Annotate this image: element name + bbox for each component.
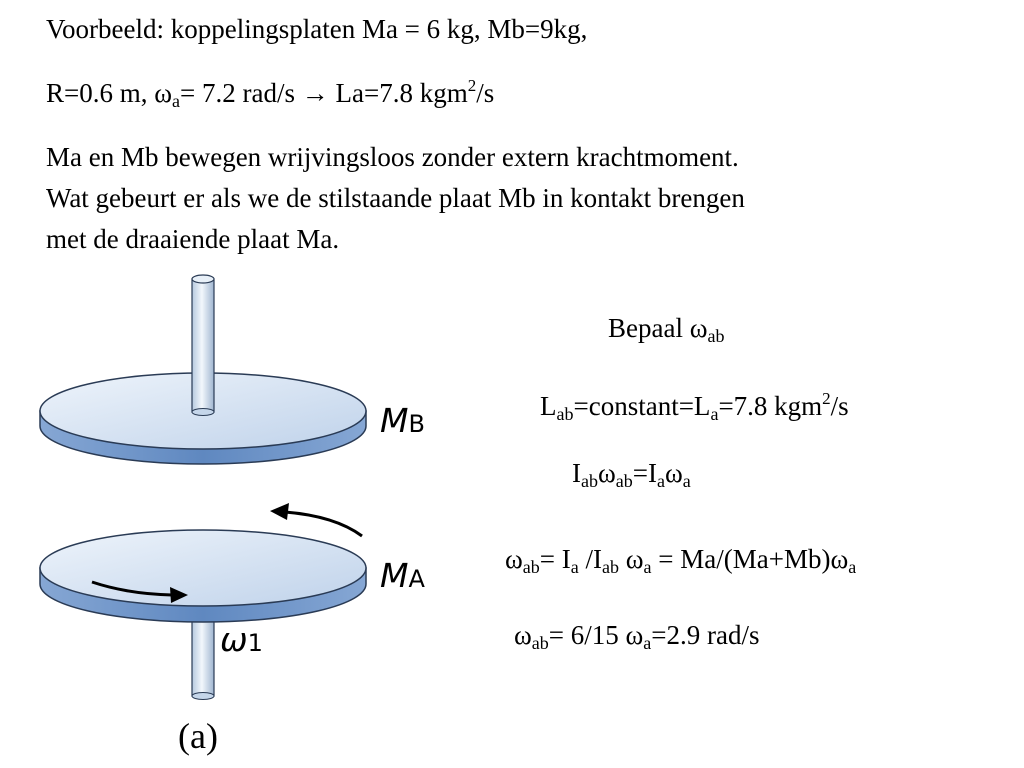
text: =2.9 rad/s xyxy=(651,620,760,650)
right-arrow-icon: → xyxy=(301,78,329,108)
text: /s xyxy=(830,391,849,421)
mass-subscript-a: A xyxy=(408,565,425,593)
subscript: ab xyxy=(556,404,574,424)
problem-line-3: met de draaiende plaat Ma. xyxy=(46,224,340,254)
solution-step-1: Bepaal ωab xyxy=(608,313,725,346)
subscript: a xyxy=(657,471,665,491)
symbol: ω xyxy=(665,458,683,488)
omega-subscript: 1 xyxy=(247,629,263,657)
text: = 6/15 ω xyxy=(548,620,644,650)
symbol: L xyxy=(540,391,557,421)
subscript: a xyxy=(643,557,652,577)
given-radius: R=0.6 m, xyxy=(46,78,155,108)
subscript: a xyxy=(570,557,579,577)
label-omega-1: ω1 xyxy=(220,623,263,656)
subscript: ab xyxy=(602,557,619,577)
subscript: a xyxy=(710,404,719,424)
omega-symbol: ω xyxy=(154,78,173,108)
subscript: ab xyxy=(531,633,549,653)
label-mb: MB xyxy=(380,404,425,437)
rotation-arrow-icon xyxy=(91,503,363,603)
symbol: I xyxy=(572,458,581,488)
omega-symbol: ω xyxy=(220,620,248,659)
symbol: ω xyxy=(505,544,523,574)
given-angular-momentum: La=7.8 kgm xyxy=(328,78,468,108)
disk-a xyxy=(39,529,367,700)
header-line-1: Voorbeeld: koppelingsplaten Ma = 6 kg, M… xyxy=(46,14,588,44)
unit-superscript: 2 xyxy=(467,76,477,95)
unit-suffix: /s xyxy=(476,78,495,108)
subscript: ab xyxy=(615,471,633,491)
step-1-text: Bepaal ω xyxy=(608,313,708,343)
problem-line-2: Wat gebeurt er als we de stilstaande pla… xyxy=(46,183,745,213)
solution-step-4: ωab= Ia /Iab ωa = Ma/(Ma+Mb)ωa xyxy=(505,544,857,577)
figure-caption: (a) xyxy=(178,716,218,756)
text: =I xyxy=(632,458,657,488)
text: =constant=L xyxy=(573,391,711,421)
symbol: ω xyxy=(598,458,616,488)
disk-b xyxy=(39,274,367,465)
label-ma: MA xyxy=(380,559,425,592)
superscript: 2 xyxy=(822,389,831,408)
text: /I xyxy=(578,544,603,574)
solution-step-2: Lab=constant=La=7.8 kgm2/s xyxy=(540,390,849,423)
given-omega-value: = 7.2 rad/s xyxy=(180,78,302,108)
solution-step-5: ωab= 6/15 ωa=2.9 rad/s xyxy=(514,620,760,653)
mass-symbol: M xyxy=(380,401,409,440)
symbol: ω xyxy=(514,620,532,650)
header-line-2: R=0.6 m, ωa= 7.2 rad/s → La=7.8 kgm2/s xyxy=(46,77,494,110)
text: = I xyxy=(539,544,571,574)
subscript: ab xyxy=(581,471,598,491)
text: =7.8 kgm xyxy=(718,391,823,421)
subscript: ab xyxy=(707,326,725,346)
mass-subscript-b: B xyxy=(408,410,425,438)
solution-step-3: Iabωab=Iaωa xyxy=(572,458,691,491)
problem-line-1: Ma en Mb bewegen wrijvingsloos zonder ex… xyxy=(46,142,739,172)
text: ω xyxy=(619,544,644,574)
subscript: a xyxy=(848,557,857,577)
subscript: ab xyxy=(522,557,540,577)
omega-subscript: a xyxy=(172,91,181,111)
subscript: a xyxy=(682,471,691,491)
subscript: a xyxy=(643,633,652,653)
text: = Ma/(Ma+Mb)ω xyxy=(651,544,849,574)
problem-description: Ma en Mb bewegen wrijvingsloos zonder ex… xyxy=(46,137,745,260)
mass-symbol: M xyxy=(380,556,409,595)
